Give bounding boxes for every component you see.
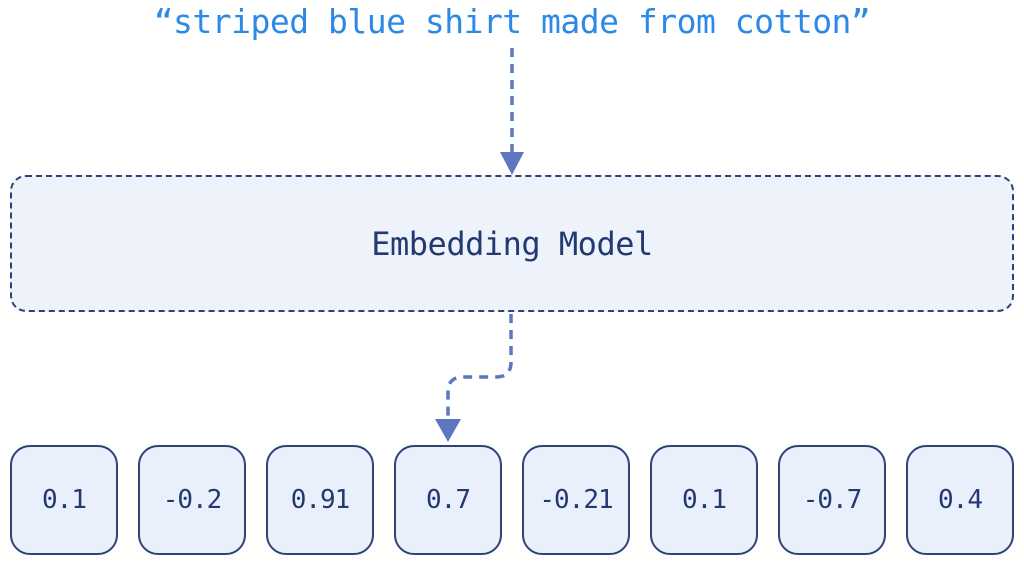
embedding-value-label: 0.1 <box>682 485 727 515</box>
embedding-value-box-6: 0.1 <box>650 445 758 555</box>
embedding-value-box-7: -0.7 <box>778 445 886 555</box>
embedding-value-label: -0.2 <box>162 485 223 515</box>
embedding-value-label: 0.1 <box>42 485 87 515</box>
input-query-text: “striped blue shirt made from cotton” <box>153 2 871 41</box>
embedding-value-label: 0.4 <box>938 485 983 515</box>
embedding-value-box-4: 0.7 <box>394 445 502 555</box>
embedding-value-box-8: 0.4 <box>906 445 1014 555</box>
embedding-model-box: Embedding Model <box>10 175 1014 312</box>
embedding-model-label: Embedding Model <box>371 224 653 263</box>
embedding-value-label: -0.21 <box>539 485 613 515</box>
arrow-model-to-vector-head-icon <box>435 419 461 442</box>
embedding-value-box-3: 0.91 <box>266 445 374 555</box>
embedding-value-box-2: -0.2 <box>138 445 246 555</box>
embedding-value-box-5: -0.21 <box>522 445 630 555</box>
embedding-vector-row: 0.1 -0.2 0.91 0.7 -0.21 0.1 -0.7 0.4 <box>10 445 1014 555</box>
arrow-model-to-vector-line <box>446 314 513 418</box>
embedding-value-label: 0.7 <box>426 485 471 515</box>
embedding-value-label: -0.7 <box>802 485 863 515</box>
embedding-value-label: 0.91 <box>290 485 351 515</box>
embedding-value-box-1: 0.1 <box>10 445 118 555</box>
arrow-query-to-model-head-icon <box>500 152 524 175</box>
